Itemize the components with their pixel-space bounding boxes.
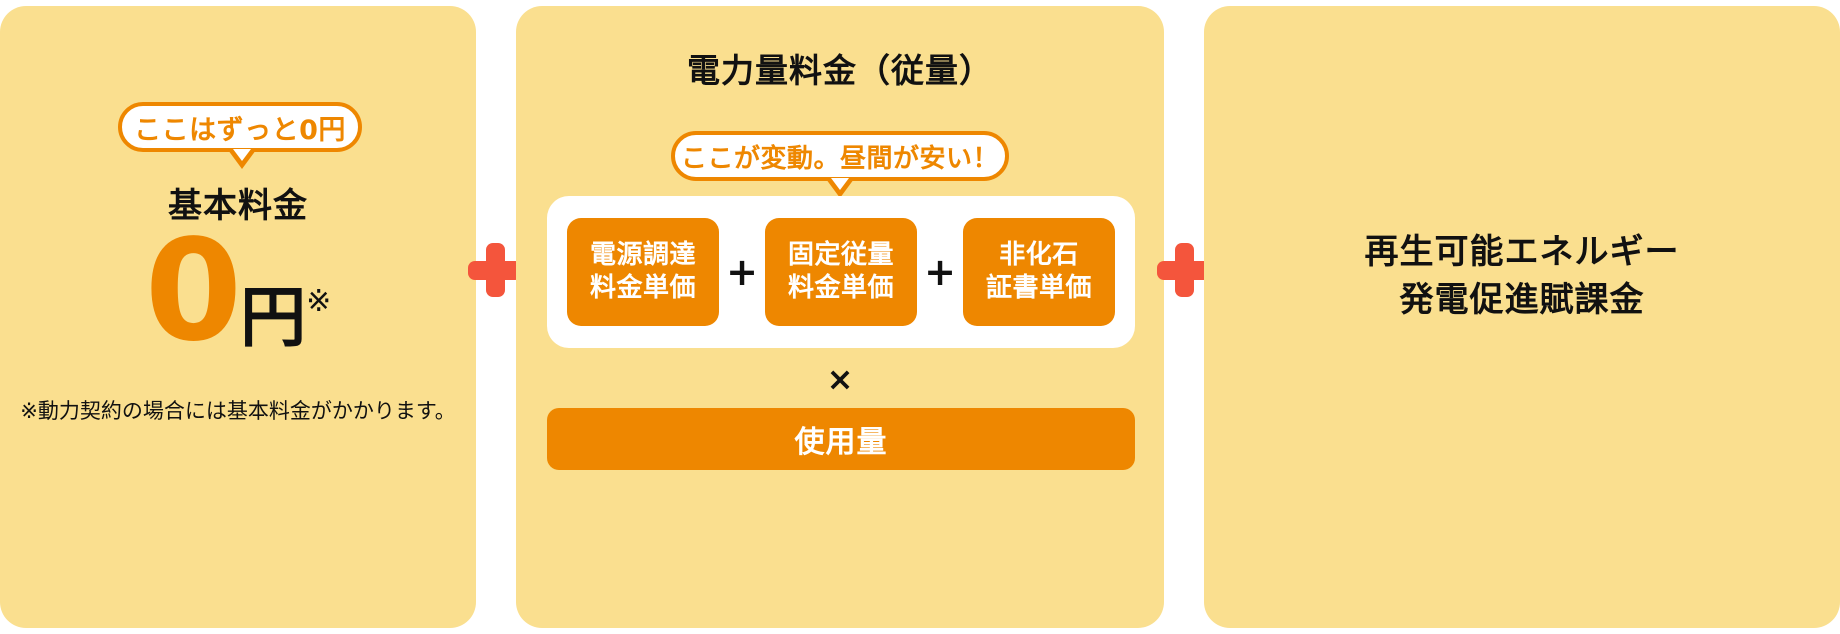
- renewable-levy-card: [1204, 6, 1840, 628]
- unit-chip-fixed-metered: 固定従量 料金単価: [765, 218, 917, 326]
- unit-chip-non-fossil-certificate: 非化石 証書単価: [963, 218, 1115, 326]
- basic-charge-badge-tail-fill-icon: [233, 149, 251, 161]
- unit-chip-power-procurement: 電源調達 料金単価: [567, 218, 719, 326]
- plus-bar-vertical: [1175, 243, 1194, 297]
- basic-charge-amount-unit: 円: [240, 278, 307, 356]
- unit-chip-line2: 料金単価: [589, 273, 696, 303]
- basic-charge-note: ※動力契約の場合には基本料金がかかります。: [20, 399, 456, 423]
- basic-charge-label: 基本料金: [168, 186, 308, 226]
- unit-price-panel: 電源調達 料金単価 + 固定従量 料金単価 + 非化石 証書単価: [547, 196, 1135, 348]
- energy-charge-title: 電力量料金（従量）: [687, 51, 993, 90]
- unit-chip-line2: 料金単価: [787, 273, 894, 303]
- unit-chip-line1: 電源調達: [589, 239, 696, 270]
- multiply-operator-icon: ×: [826, 360, 854, 398]
- usage-quantity-bar: 使用量: [547, 408, 1135, 470]
- plus-operator-icon-1: [468, 243, 522, 297]
- basic-charge-amount: 0 円 ※: [0, 210, 476, 373]
- basic-charge-footnote-marker: ※: [306, 283, 332, 319]
- renewable-levy-label: 再生可能エネルギー 発電促進賦課金: [1204, 228, 1840, 325]
- unit-chip-line1: 非化石: [999, 239, 1079, 270]
- plus-operator-chip-2: +: [924, 250, 956, 294]
- renewable-levy-label-line2: 発電促進賦課金: [1399, 280, 1645, 321]
- energy-charge-badge: ここが変動。昼間が安い！: [671, 131, 1009, 181]
- renewable-levy-label-line1: 再生可能エネルギー: [1364, 232, 1680, 272]
- unit-chip-line2: 証書単価: [985, 273, 1092, 303]
- plus-operator-icon-2: [1157, 243, 1211, 297]
- unit-chip-line1: 固定従量: [787, 239, 894, 270]
- plus-bar-vertical: [486, 243, 505, 297]
- basic-charge-amount-number: 0: [144, 210, 242, 373]
- energy-charge-badge-tail-fill-icon: [831, 178, 849, 190]
- basic-charge-badge: ここはずっと0円: [118, 102, 362, 152]
- plus-operator-chip-1: +: [726, 250, 758, 294]
